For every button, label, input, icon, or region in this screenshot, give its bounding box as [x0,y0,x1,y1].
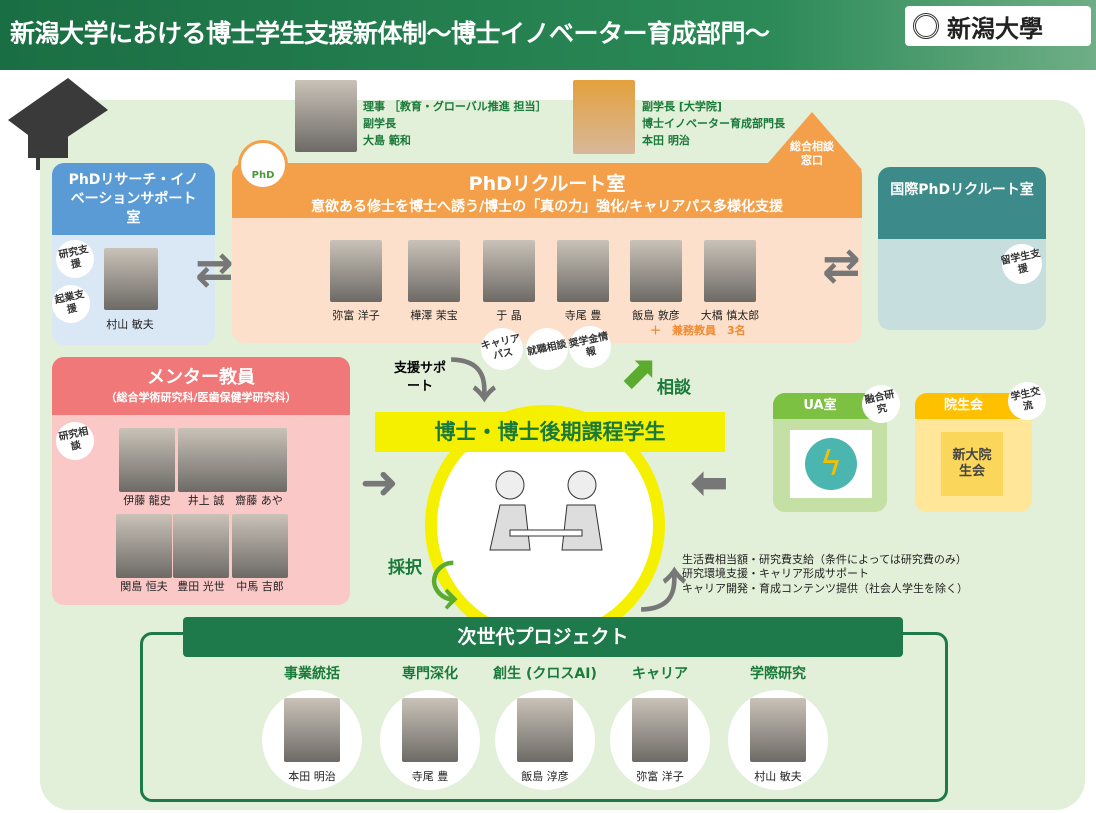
member-name: 寺尾 豊 [411,770,449,783]
project-member: 寺尾 豊 [380,690,480,790]
mentor-title: メンター教員 [147,367,255,388]
member-name: 弥富 洋子 [332,309,380,322]
phd-logo: PhD [238,140,288,190]
member-name: 村山 敏夫 [754,770,802,783]
up-arrow-icon: ⤴ [640,564,686,618]
logo-text: 新潟大學 [947,13,1043,43]
project-member: 村山 敏夫 [728,690,828,790]
left-arrow-icon: ⬅ [690,455,729,509]
executive-2: 副学長 [大学院]博士イノベーター育成部門長本田 明治 [642,100,785,148]
page-title: 新潟大学における博士学生支援新体制～博士イノベーター育成部門～ [10,19,770,48]
student-council-logo: 新大院生会 [941,432,1003,496]
mentor-name: 伊藤 龍史 [123,494,171,507]
member-photo [483,240,535,302]
member-photo [408,240,460,302]
international-title: 国際PhDリクルート室 [878,167,1046,239]
member-photo [704,240,756,302]
graduation-cap-icon [8,78,108,170]
benefits-list: 生活費相当額・研究費支給（条件によっては研究費のみ）研究環境支援・キャリア形成サ… [682,553,968,595]
mentor-photo [173,514,229,578]
consult-window-label: 総合相談窓口 [790,140,834,167]
member-photo [330,240,382,302]
exchange-arrows-icon: ⇄ [822,238,861,292]
project-role: 創生 (クロスAI) [493,666,597,682]
right-arrow-icon: ➜ [360,455,399,509]
project-member: 飯島 淳彦 [495,690,595,790]
project-role: キャリア [632,666,688,682]
support-label: 支援サポート [393,361,446,394]
member-name: 寺尾 豊 [564,309,602,322]
mentor-photo [178,428,234,492]
project-member: 本田 明治 [262,690,362,790]
seal-icon [913,13,939,39]
member-name: 大橋 慎太郎 [700,309,760,322]
consult-window-triangle [762,112,862,170]
member-photo [517,698,573,762]
recruit-subtitle: 意欲ある修士を博士へ誘う/博士の「真の力」強化/キャリアパス多様化支援 [311,199,783,215]
member-photo [104,248,158,310]
project-member: 弥富 洋子 [610,690,710,790]
member-name: 于 晶 [496,309,522,322]
ua-logo: ϟ [790,430,872,498]
up-arrow-icon: ⬈ [618,345,657,399]
member-name: 弥富 洋子 [636,770,684,783]
next-gen-project-title: 次世代プロジェクト [183,617,903,657]
recruit-header: PhDリクルート室 意欲ある修士を博士へ誘う/博士の「真の力」強化/キャリアパス… [232,163,862,218]
member-photo [632,698,688,762]
member-name: 飯島 淳彦 [521,770,569,783]
mentor-name: 齋藤 あや [235,494,283,507]
executive-1: 理事 ［教育・グローバル推進 担当］副学長大島 範和 [363,100,547,148]
member-photo [630,240,682,302]
student-label: 博士・博士後期課程学生 [375,412,725,452]
mentor-photo [116,514,172,578]
exchange-arrows-icon: ⇄ [195,242,234,296]
adjunct-faculty-note: ＋ 兼務教員 3名 [650,324,746,337]
mentor-photo [232,514,288,578]
member-name: 村山 敏夫 [106,318,154,331]
mentor-name: 中馬 吉郎 [236,580,284,593]
member-photo [402,698,458,762]
international-recruit-office: 国際PhDリクルート室 [878,167,1046,330]
member-photo [750,698,806,762]
project-role: 事業統括 [284,666,340,682]
mentor-header: メンター教員 （総合学術研究科/医歯保健学研究科） [52,357,350,415]
consult-label: 相談 [657,378,691,398]
students-illustration [489,470,603,551]
project-role: 学際研究 [750,666,806,682]
mentor-photo [119,428,175,492]
adopt-label: 採択 [388,558,422,578]
research-support-title: PhDリサーチ・イノベーションサポート室 [52,163,215,235]
member-name: 本田 明治 [288,770,336,783]
member-photo [284,698,340,762]
mentor-subtitle: （総合学術研究科/医歯保健学研究科） [105,391,297,404]
mentor-name: 豊田 光世 [177,580,225,593]
mentor-photo [231,428,287,492]
university-logo: 新潟大學 [905,6,1091,46]
adopt-arrow-icon: ⤹ [430,555,458,609]
project-role: 専門深化 [402,666,458,682]
executive-photo [573,80,635,154]
down-arrow-icon: ⤵ [450,354,496,408]
executive-photo [295,80,357,152]
mentor-name: 井上 誠 [187,494,225,507]
member-name: 樺澤 茉宝 [410,309,458,322]
member-name: 飯島 敦彦 [632,309,680,322]
mentor-name: 関島 恒夫 [120,580,168,593]
recruit-title: PhDリクルート室 [468,173,626,195]
member-photo [557,240,609,302]
